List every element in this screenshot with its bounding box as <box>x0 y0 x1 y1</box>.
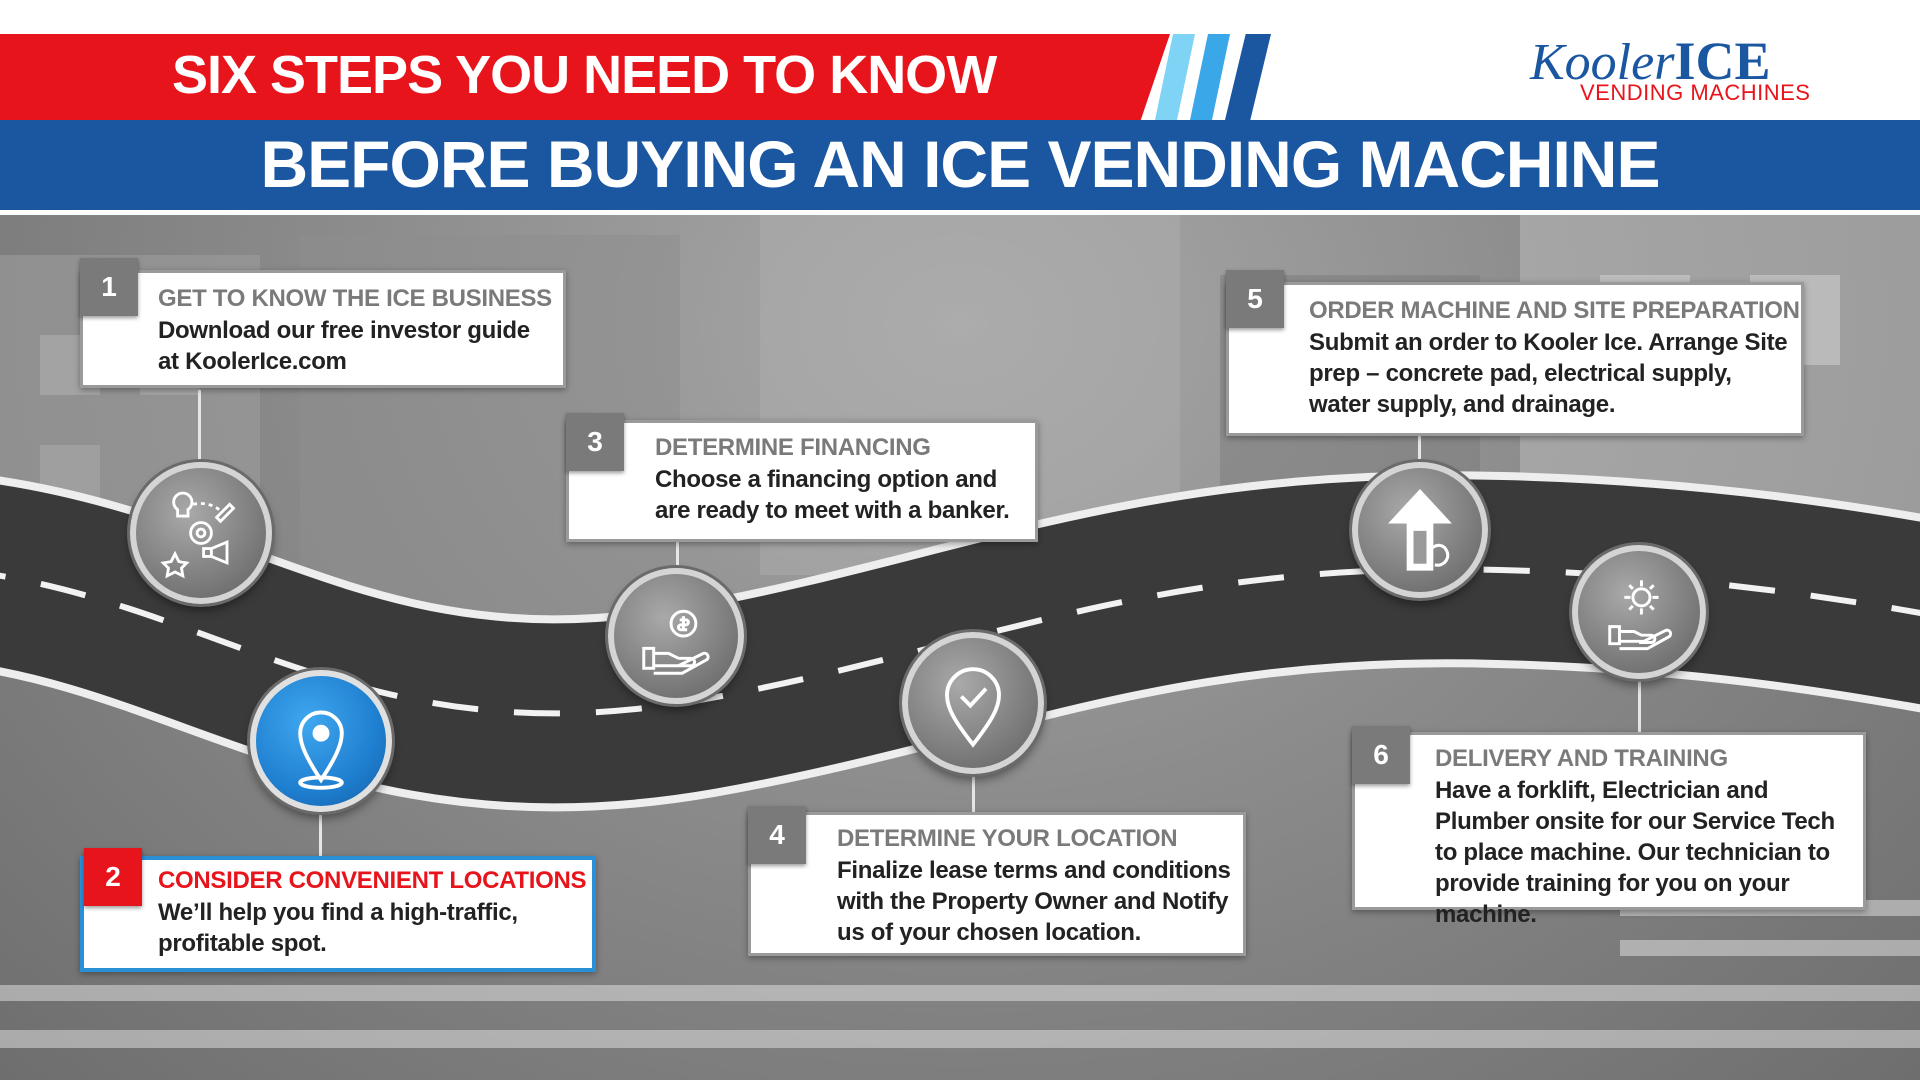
step-6-description: Have a forklift, Electrician and Plumber… <box>1435 777 1835 928</box>
gear-hand-icon <box>1608 580 1673 651</box>
step-3-circle <box>608 568 744 704</box>
step-6-card <box>1352 732 1866 910</box>
step-2-card <box>80 856 596 972</box>
step-4-card <box>748 812 1246 956</box>
step-4-title: DETERMINE YOUR LOCATION <box>837 825 1178 852</box>
crosswalk-stripe <box>0 1030 1920 1048</box>
step-2-description: We’ll help you find a high-traffic, prof… <box>158 899 518 957</box>
step-6-title: DELIVERY AND TRAINING <box>1435 745 1728 772</box>
connector-4 <box>972 770 975 815</box>
logo-subtitle: VENDING MACHINES <box>1580 80 1811 105</box>
money-hand-icon <box>642 609 710 675</box>
step-6-circle <box>1572 545 1706 679</box>
connector-1 <box>198 390 201 470</box>
step-1-title: GET TO KNOW THE ICE BUSINESS <box>158 285 552 312</box>
crosswalk-stripe <box>0 985 1920 1001</box>
step-1-circle <box>130 462 272 604</box>
step-2-title: CONSIDER CONVENIENT LOCATIONS <box>158 867 587 894</box>
connector-6 <box>1638 680 1641 736</box>
red-banner <box>0 34 1170 120</box>
top-title: SIX STEPS YOU NEED TO KNOW <box>172 45 997 105</box>
step-3-card <box>566 420 1038 542</box>
main-title: BEFORE BUYING AN ICE VENDING MACHINE <box>260 127 1661 201</box>
step-6-number: 6 <box>1352 726 1410 784</box>
location-pin-icon <box>298 710 344 790</box>
ice-arrow-icon <box>1388 488 1452 571</box>
crosswalk-stripe <box>1620 940 1920 956</box>
step-5-title: ORDER MACHINE AND SITE PREPARATION <box>1309 297 1800 324</box>
connector-2 <box>319 805 322 860</box>
step-1-description: Download our free investor guide at Kool… <box>158 317 530 375</box>
step-3-title: DETERMINE FINANCING <box>655 434 931 461</box>
step-2-number: 2 <box>84 848 142 906</box>
step-3-number: 3 <box>566 413 624 471</box>
step-5-card <box>1226 282 1804 436</box>
business-tools-icon <box>160 491 236 579</box>
step-5-circle <box>1352 462 1488 598</box>
step-4-number: 4 <box>748 806 806 864</box>
connector-5 <box>1418 435 1421 465</box>
step-3-description: Choose a financing option and are ready … <box>655 466 1010 524</box>
step-1-card <box>80 270 566 388</box>
location-check-icon <box>945 667 1001 748</box>
step-4-description: Finalize lease terms and conditions with… <box>837 857 1231 946</box>
step-1-number: 1 <box>80 258 138 316</box>
step-2-circle <box>250 670 392 812</box>
kooler-ice-logo: KoolerICE <box>1530 31 1771 91</box>
step-4-circle <box>902 632 1044 774</box>
blue-banner <box>0 120 1920 210</box>
connector-3 <box>676 540 679 570</box>
step-5-description: Submit an order to Kooler Ice. Arrange S… <box>1309 329 1788 418</box>
step-5-number: 5 <box>1226 270 1284 328</box>
